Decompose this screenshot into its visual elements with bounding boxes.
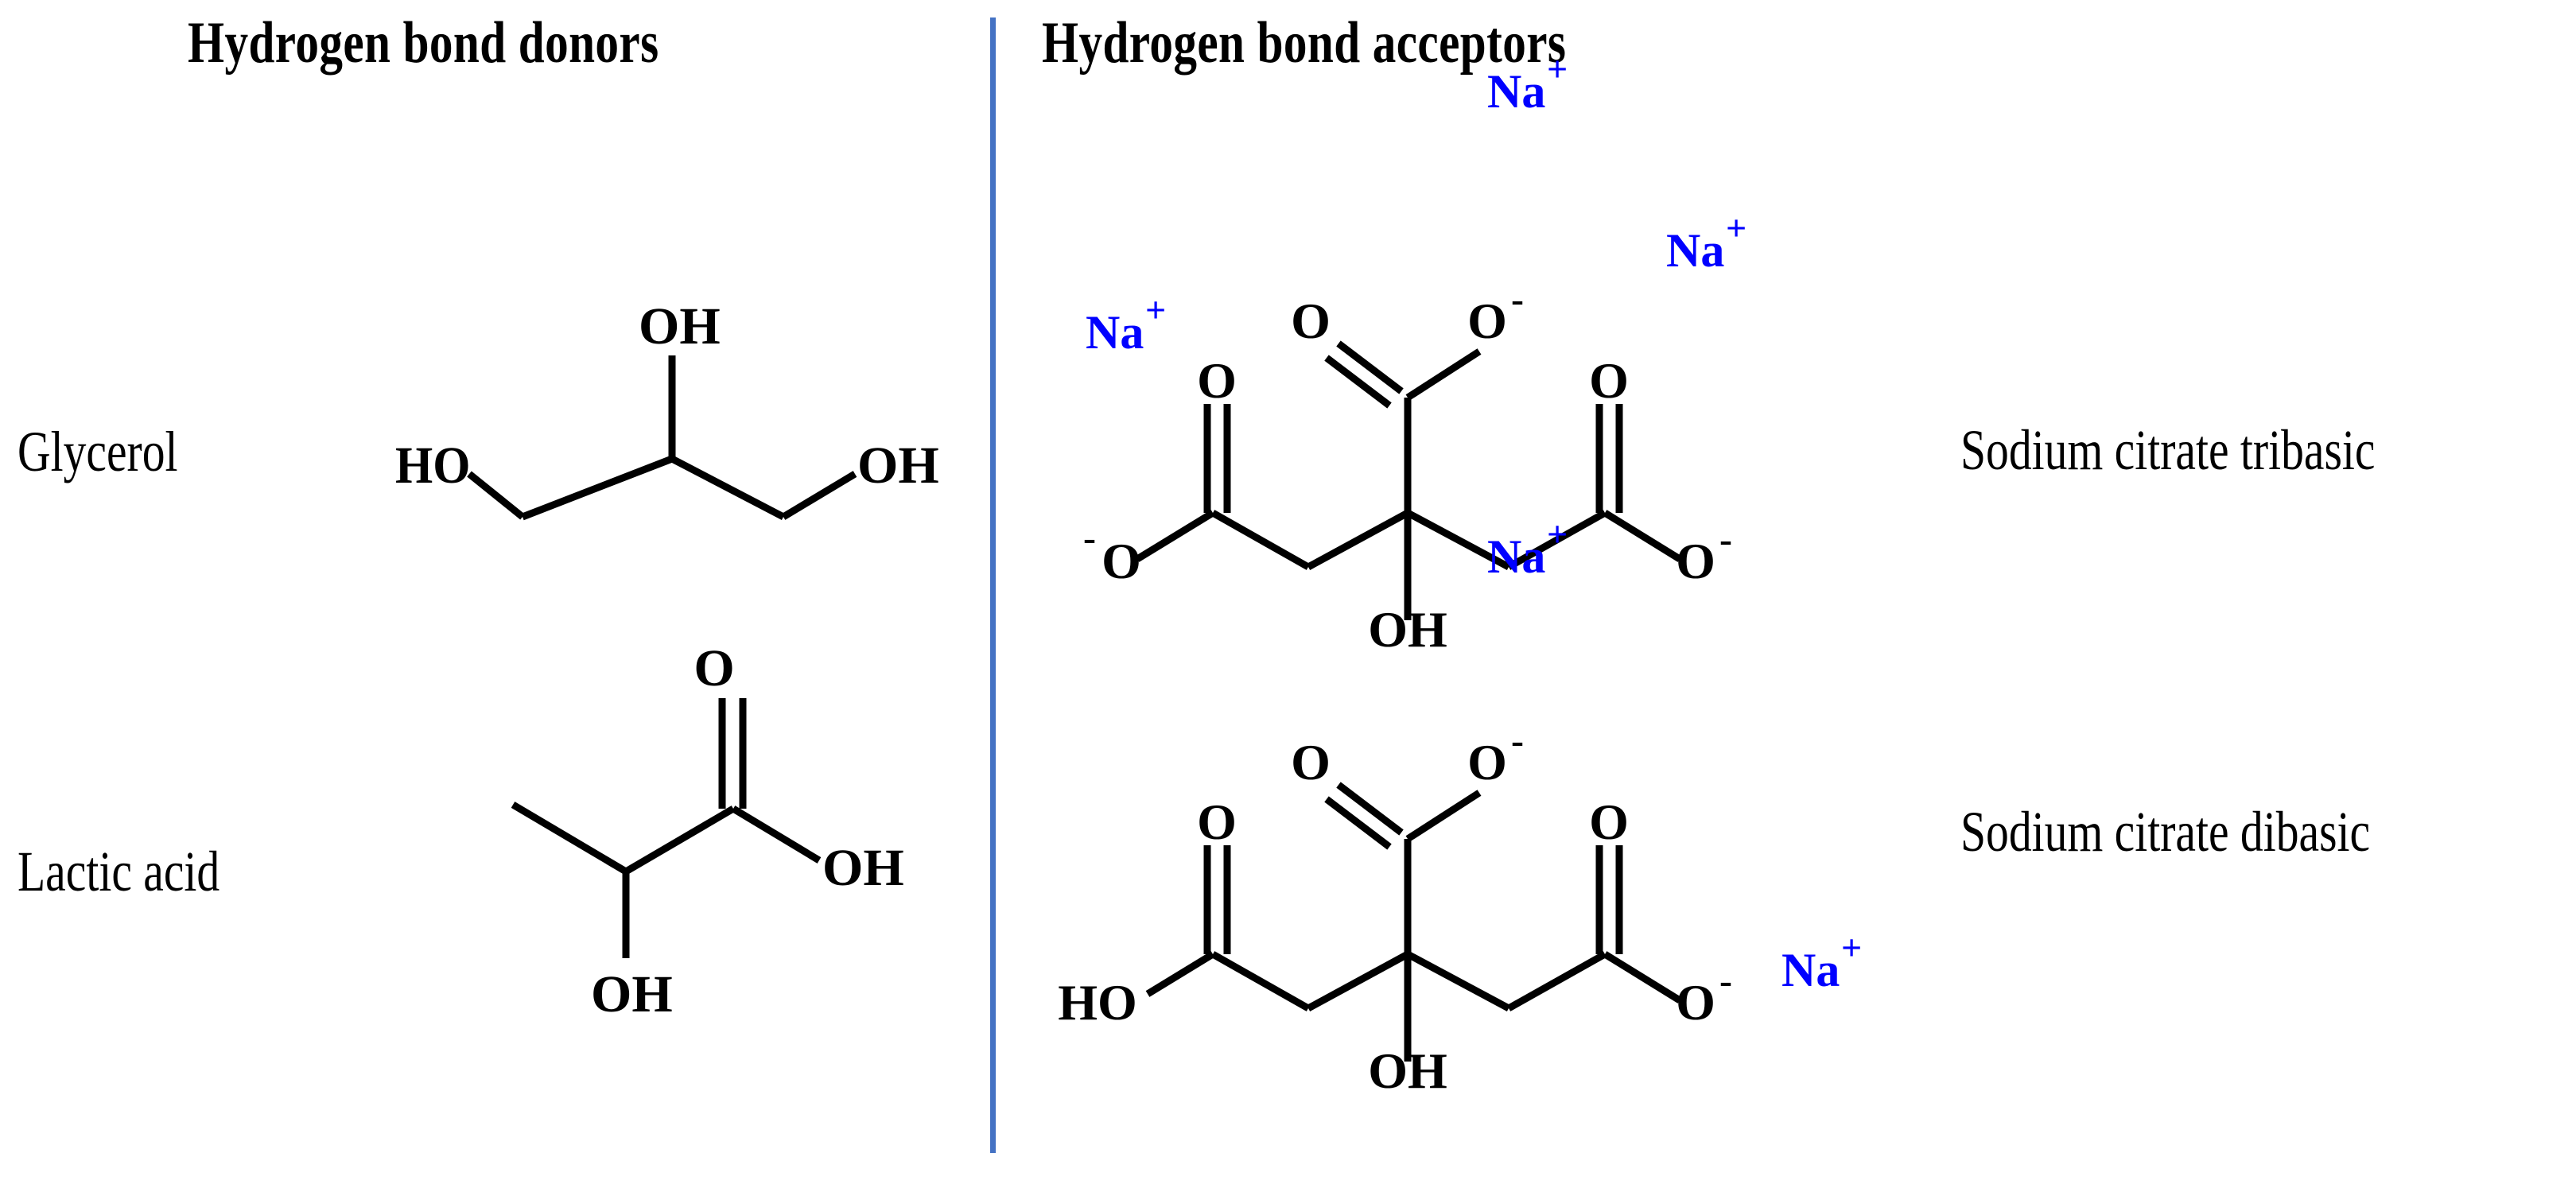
bond-ch2-carboxyl-right <box>1506 510 1607 570</box>
bond-methyl-alpha <box>511 802 628 875</box>
charge-label-top-oxide: - <box>1511 720 1524 762</box>
bond-ch2-carboxyl-left <box>1210 951 1311 1011</box>
cation-charge-na-1: + <box>1547 514 1568 554</box>
cation-label-na-1: Na <box>1487 530 1545 583</box>
column-header-acceptors: Hydrogen bond acceptors <box>1042 10 1567 76</box>
charge-label-right-oxide: - <box>1719 518 1732 561</box>
bond-left-carboxyl-hydroxyl <box>1145 951 1215 997</box>
cation-charge-na-3: + <box>1145 289 1166 330</box>
atom-label-carbonyl-o: O <box>694 639 734 697</box>
cation-label-na-1: Na <box>1487 65 1545 118</box>
atom-label-right-carbonyl-o: O <box>1589 794 1629 850</box>
atom-group-top-oxide: O - <box>1467 720 1524 790</box>
bond-top-carbonyl-double-a <box>1336 782 1404 836</box>
cation-label-na-2: Na <box>1781 944 1840 996</box>
atom-label-left-hydroxyl: HO <box>1058 974 1137 1031</box>
cation-charge-na-1: + <box>1547 49 1568 89</box>
column-header-donors: Hydrogen bond donors <box>188 10 659 76</box>
atom-label-top-oxide: O <box>1467 293 1507 349</box>
bond-alpha-carbonyl <box>624 806 736 875</box>
bond-left-carboxyl-oxide <box>1135 510 1215 562</box>
atom-label-central-oh: OH <box>1368 1042 1447 1099</box>
bond-right-carboxyl-oxide <box>1603 510 1682 562</box>
bond-central-ch2-left <box>1306 951 1410 1011</box>
bond-central-ch2-right <box>1405 951 1511 1011</box>
atom-label-left-oxide: O <box>1102 533 1141 589</box>
atom-group-top-oxide: O - <box>1467 278 1524 349</box>
atom-group-left-oxide: - O <box>1083 517 1141 589</box>
structure-sodium-citrate-dibasic: O O - O HO O O - OH Na + Na + <box>1058 514 1862 1099</box>
molecule-label-glycerol: Glycerol <box>17 420 178 483</box>
bond-top-carbonyl-double-a <box>1336 340 1404 394</box>
atom-group-right-oxide: O - <box>1676 518 1732 589</box>
bond-right-carboxyl-oxide <box>1603 951 1682 1003</box>
atom-label-left-carbonyl-o: O <box>1197 352 1237 409</box>
bond-top-carbonyl-double-b <box>1324 796 1392 850</box>
cation-charge-na-2: + <box>1841 927 1862 968</box>
atom-label-top-carbonyl-o: O <box>1291 293 1331 349</box>
cation-sodium-1: Na + <box>1487 514 1568 583</box>
atom-label-ho-left: HO <box>395 436 470 495</box>
cation-sodium-2: Na + <box>1666 208 1746 277</box>
structure-sodium-citrate-tribasic: O O - O - O O O - OH Na + Na + Na + <box>1083 49 1746 658</box>
bond-central-ch2-left <box>1306 510 1410 570</box>
cation-label-na-2: Na <box>1666 224 1724 277</box>
atom-label-alpha-oh: OH <box>591 965 673 1023</box>
bond-ch2-carboxyl-left <box>1210 510 1311 570</box>
atom-label-right-oxide: O <box>1676 533 1715 589</box>
structure-glycerol: HO OH OH <box>395 297 939 521</box>
atom-label-oh-right: OH <box>857 437 939 495</box>
column-divider <box>990 17 996 1153</box>
bond-ch2-carboxyl-right <box>1506 951 1607 1011</box>
lactic-acid-bonds <box>511 698 822 958</box>
bond-top-carboxyl-oxide <box>1405 348 1482 401</box>
bond-ch-ch2-right <box>670 456 786 520</box>
bond-ho-ch2-left <box>467 471 525 520</box>
molecule-label-lactic-acid: Lactic acid <box>17 840 220 903</box>
cation-sodium-2: Na + <box>1781 927 1862 996</box>
charge-label-right-oxide: - <box>1719 960 1732 1002</box>
bond-carbonyl-oh <box>731 806 822 864</box>
bond-top-carbonyl-double-b <box>1324 355 1392 409</box>
atom-label-central-oh: OH <box>1368 601 1447 658</box>
glycerol-bonds <box>467 355 857 521</box>
charge-label-top-oxide: - <box>1511 278 1524 320</box>
cation-sodium-1: Na + <box>1487 49 1568 118</box>
citrate-dibasic-bonds <box>1145 782 1682 1062</box>
bond-top-carboxyl-oxide <box>1405 790 1482 842</box>
molecule-label-sodium-citrate-dibasic: Sodium citrate dibasic <box>1960 800 2371 864</box>
bond-central-ch2-right <box>1405 510 1511 570</box>
atom-label-acid-oh: OH <box>822 839 904 897</box>
atom-group-right-oxide: O - <box>1676 960 1732 1031</box>
atom-label-top-oxide: O <box>1467 734 1507 790</box>
bond-ch2-oh-right <box>781 471 857 520</box>
atom-label-right-oxide: O <box>1676 974 1715 1031</box>
atom-label-left-carbonyl-o: O <box>1197 794 1237 850</box>
charge-label-left-oxide: - <box>1083 517 1096 559</box>
bond-ch2-ch-left <box>521 455 674 521</box>
cation-label-na-3: Na <box>1086 306 1144 359</box>
atom-label-right-carbonyl-o: O <box>1589 352 1629 409</box>
atom-label-top-carbonyl-o: O <box>1291 734 1331 790</box>
cation-sodium-3: Na + <box>1086 289 1166 359</box>
molecule-label-sodium-citrate-tribasic: Sodium citrate tribasic <box>1960 418 2376 482</box>
cation-charge-na-2: + <box>1726 208 1746 248</box>
citrate-tribasic-bonds <box>1135 340 1682 620</box>
structure-lactic-acid: O OH OH <box>511 639 904 1023</box>
atom-label-oh-top: OH <box>639 297 721 355</box>
